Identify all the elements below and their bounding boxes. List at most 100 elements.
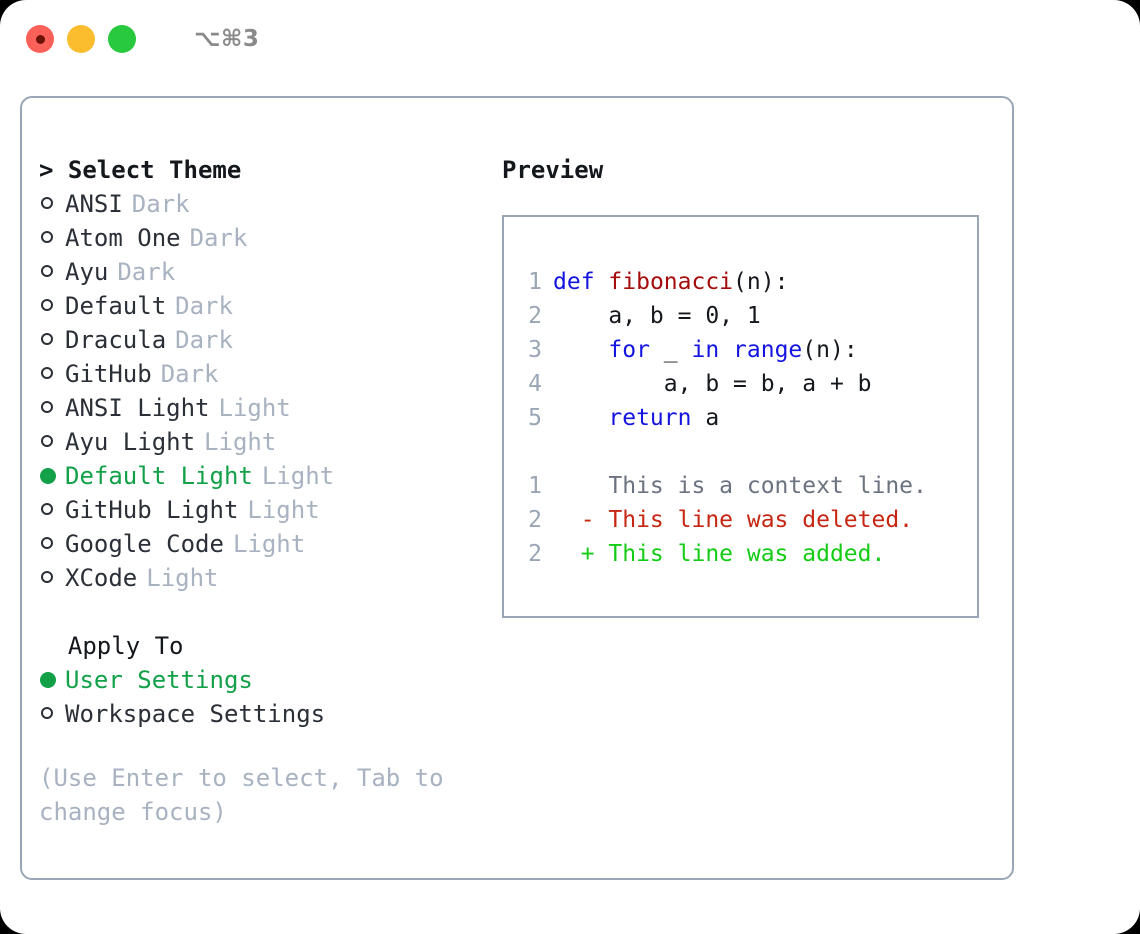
option-label: XCode xyxy=(65,564,138,592)
code-token: (n): xyxy=(802,337,858,363)
code-text: a, b = 0, 1 xyxy=(553,299,761,333)
theme-option-item[interactable]: Atom One Dark xyxy=(39,221,494,255)
diff-sign: + xyxy=(553,541,609,567)
recording-indicator-icon xyxy=(35,34,45,44)
option-variant-badge: Light xyxy=(204,428,277,456)
option-variant-badge: Dark xyxy=(175,292,233,320)
radio-glyph xyxy=(41,333,53,345)
option-label: Default xyxy=(65,292,167,320)
radio-glyph xyxy=(40,672,56,688)
theme-option-item[interactable]: Google Code Light xyxy=(39,527,494,561)
option-label: Ayu xyxy=(65,258,109,286)
option-variant-badge: Dark xyxy=(160,360,219,388)
code-text: a, b = b, a + b xyxy=(553,367,872,401)
code-token: a, b = 0, 1 xyxy=(608,303,761,329)
radio-glyph xyxy=(41,571,53,583)
code-token: range xyxy=(733,337,803,363)
option-label: Workspace Settings xyxy=(65,700,326,728)
radio-glyph xyxy=(41,401,53,413)
option-label: User Settings xyxy=(65,666,253,694)
diff-text: This line was added. xyxy=(608,541,886,567)
code-token xyxy=(719,337,733,363)
radio-glyph xyxy=(41,435,53,447)
option-variant-badge: Dark xyxy=(131,190,190,218)
code-line: 2 a, b = 0, 1 xyxy=(516,299,977,333)
option-label: Dracula xyxy=(65,326,167,354)
zoom-button[interactable] xyxy=(108,25,136,53)
code-token: a xyxy=(691,405,720,431)
theme-option-item[interactable]: ANSI Dark xyxy=(39,187,494,221)
radio-glyph xyxy=(40,468,56,484)
code-token: _ xyxy=(649,337,692,363)
option-label: Ayu Light xyxy=(65,428,196,456)
code-token: return xyxy=(608,405,692,431)
option-variant-badge: Dark xyxy=(189,224,248,252)
radio-glyph xyxy=(41,265,53,277)
theme-option-item[interactable]: Default Dark xyxy=(39,289,494,323)
code-diff-spacer xyxy=(516,435,977,469)
option-label: ANSI Light xyxy=(65,394,210,422)
code-line: 3 for _ in range(n): xyxy=(516,333,977,367)
code-token: in xyxy=(691,337,720,363)
theme-option-item[interactable]: Default Light Light xyxy=(39,459,494,493)
theme-option-item[interactable]: GitHub Light Light xyxy=(39,493,494,527)
diff-line: 2 + This line was added. xyxy=(516,537,977,571)
apply-to-heading: Apply To xyxy=(39,632,184,660)
diff-sample: 1 This is a context line.2 - This line w… xyxy=(516,469,977,571)
code-token: fibonacci xyxy=(608,269,734,295)
section-spacer xyxy=(39,595,494,629)
theme-option-item[interactable]: GitHub Dark xyxy=(39,357,494,391)
apply-to-option-item[interactable]: Workspace Settings xyxy=(39,697,494,731)
option-variant-badge: Light xyxy=(232,530,306,558)
option-label: GitHub Light xyxy=(65,496,239,524)
diff-sign: - xyxy=(553,507,609,533)
line-number: 4 xyxy=(528,371,542,397)
help-text: (Use Enter to select, Tab to change focu… xyxy=(39,764,459,826)
diff-sign xyxy=(553,469,608,503)
close-button[interactable] xyxy=(26,25,54,53)
diff-line: 1 This is a context line. xyxy=(516,469,977,503)
line-number: 1 xyxy=(528,473,542,499)
option-variant-badge: Light xyxy=(146,564,219,592)
radio-glyph xyxy=(41,537,53,549)
theme-list-heading: > Select Theme xyxy=(39,156,242,184)
apply-to-option-item[interactable]: User Settings xyxy=(39,663,494,697)
line-number: 2 xyxy=(528,541,542,567)
line-number: 2 xyxy=(528,507,542,533)
code-text: def fibonacci(n): xyxy=(553,265,788,299)
radio-glyph xyxy=(41,197,53,209)
option-variant-badge: Light xyxy=(261,462,335,490)
diff-line: 2 - This line was deleted. xyxy=(516,503,977,537)
code-token: def xyxy=(553,269,595,295)
diff-text: This line was deleted. xyxy=(608,507,914,533)
radio-glyph xyxy=(41,503,53,515)
line-number: 3 xyxy=(528,337,542,363)
option-label: Atom One xyxy=(65,224,181,252)
code-token: for xyxy=(608,337,650,363)
line-number: 1 xyxy=(528,269,542,295)
radio-glyph xyxy=(41,707,53,719)
theme-option-item[interactable]: Ayu Light Light xyxy=(39,425,494,459)
theme-option-item[interactable]: XCode Light xyxy=(39,561,494,595)
option-label: GitHub xyxy=(65,360,152,388)
theme-option-item[interactable]: Dracula Dark xyxy=(39,323,494,357)
option-variant-badge: Light xyxy=(247,496,320,524)
code-token: a, b = b, a + b xyxy=(663,371,872,397)
option-label: ANSI xyxy=(65,190,123,218)
code-token xyxy=(595,269,609,295)
option-variant-badge: Dark xyxy=(175,326,233,354)
code-line: 5 return a xyxy=(516,401,977,435)
option-label: Google Code xyxy=(65,530,224,558)
radio-glyph xyxy=(41,299,53,311)
theme-option-item[interactable]: ANSI Light Light xyxy=(39,391,494,425)
option-variant-badge: Light xyxy=(218,394,291,422)
line-number: 5 xyxy=(528,405,542,431)
minimize-button[interactable] xyxy=(67,25,95,53)
code-text: for _ in range(n): xyxy=(553,333,858,367)
option-label: Default Light xyxy=(65,462,253,490)
